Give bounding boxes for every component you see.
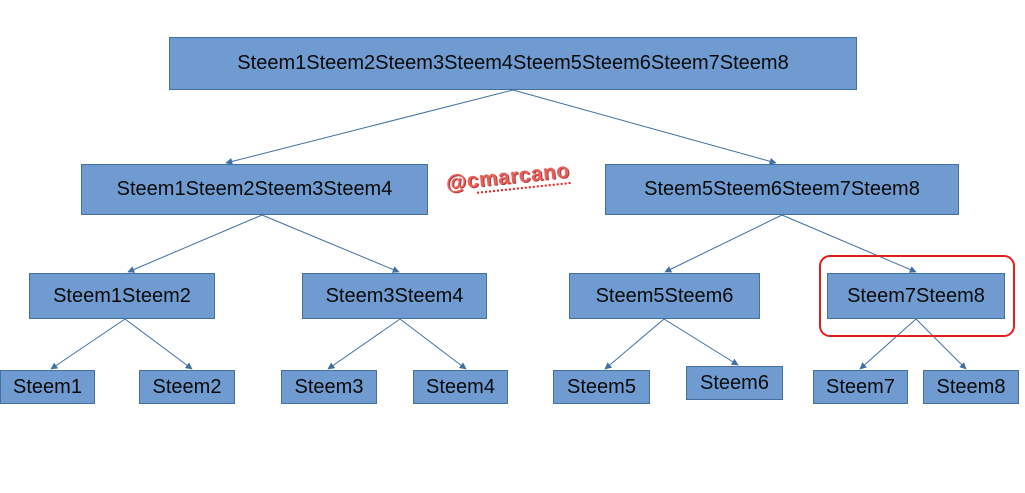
hash-node-label: Steem7Steem8	[847, 284, 985, 307]
leaf-node-8: Steem8	[923, 370, 1019, 404]
edge-78-to-7	[859, 318, 917, 370]
edge-56-to-5	[604, 318, 665, 370]
edge-right-to-56	[664, 214, 783, 273]
edge-34-to-4	[399, 318, 467, 370]
hash-node-1-4: Steem1Steem2Steem3Steem4	[81, 164, 428, 215]
hash-node-1-2: Steem1Steem2	[29, 273, 215, 319]
leaf-node-1: Steem1	[0, 370, 95, 404]
leaf-label: Steem1	[13, 375, 82, 398]
leaf-label: Steem2	[152, 375, 222, 398]
leaf-node-3: Steem3	[281, 370, 377, 404]
leaf-node-5: Steem5	[553, 370, 650, 404]
leaf-node-6: Steem6	[686, 366, 783, 400]
leaf-label: Steem5	[567, 375, 636, 398]
edge-left-to-34	[261, 214, 400, 273]
root-hash-label: Steem1Steem2Steem3Steem4Steem5Steem6Stee…	[237, 52, 789, 74]
hash-node-label: Steem5Steem6	[595, 284, 734, 307]
leaf-label: Steem7	[826, 375, 895, 398]
leaf-label: Steem8	[936, 375, 1006, 398]
edge-root-to-left	[225, 89, 514, 165]
hash-node-5-6: Steem5Steem6	[569, 273, 760, 319]
edge-right-to-78	[781, 214, 917, 273]
edge-root-to-right	[512, 89, 777, 165]
hash-node-7-8: Steem7Steem8	[827, 273, 1005, 319]
edge-34-to-3	[327, 318, 401, 370]
hash-node-label: Steem5Steem6Steem7Steem8	[644, 178, 920, 200]
hash-node-label: Steem1Steem2Steem3Steem4	[116, 178, 393, 200]
hash-node-label: Steem3Steem4	[325, 284, 464, 307]
hash-node-label: Steem1Steem2	[53, 284, 191, 307]
edge-12-to-2	[124, 318, 193, 370]
leaf-label: Steem6	[700, 371, 769, 394]
highlight-box	[819, 255, 1015, 337]
leaf-node-7: Steem7	[813, 370, 908, 404]
root-hash-node: Steem1Steem2Steem3Steem4Steem5Steem6Stee…	[169, 37, 857, 90]
leaf-label: Steem3	[294, 375, 364, 398]
leaf-node-4: Steem4	[413, 370, 508, 404]
edge-56-to-6	[663, 318, 739, 366]
leaf-node-2: Steem2	[139, 370, 235, 404]
hash-node-5-8: Steem5Steem6Steem7Steem8	[605, 164, 959, 215]
edge-12-to-1	[50, 318, 126, 370]
edge-left-to-12	[127, 214, 263, 273]
hash-node-3-4: Steem3Steem4	[302, 273, 487, 319]
leaf-label: Steem4	[426, 375, 495, 398]
edge-78-to-8	[915, 318, 967, 370]
